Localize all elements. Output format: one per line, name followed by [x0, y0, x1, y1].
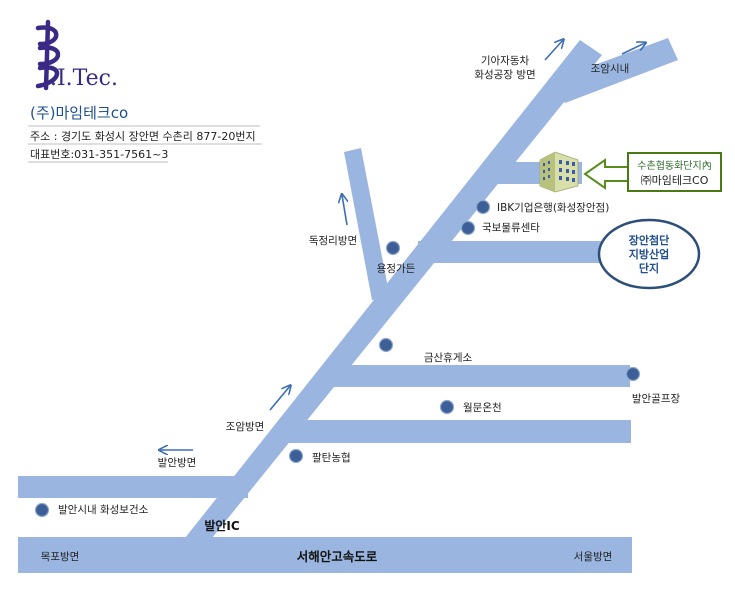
label-kia-line2: 화성공장 방면 [474, 69, 535, 81]
callout-arrow-icon [583, 158, 629, 190]
industrial-line1: 장안첨단 [629, 233, 669, 247]
label-joam-dir: 조암방면 [226, 421, 265, 433]
industrial-line3: 단지 [639, 261, 659, 275]
industrial-complex: 장안첨단 지방산업 단지 [597, 218, 701, 290]
label-baran-dir: 발안방면 [158, 457, 197, 469]
destination-callout: 수촌협동화단지內 ㈜마임테크CO [583, 152, 722, 192]
landmark-markers [34, 199, 641, 518]
label-baran-golf: 발안골프장 [632, 393, 681, 405]
road-dokjeong [344, 148, 390, 300]
company-name: (주)마임테크co [30, 104, 128, 122]
marker-baran-health [34, 502, 50, 518]
highway-name: 서해안고속도로 [297, 549, 378, 564]
callout-box [627, 152, 722, 192]
arrow-joam-city [621, 43, 645, 55]
logo-text: .I.Tec. [50, 66, 118, 91]
main-diagonal-road [185, 40, 602, 538]
marker-wolmun [439, 399, 455, 415]
highway-road [18, 537, 632, 573]
label-dokjeong: 독정리방면 [309, 235, 357, 247]
highway-ic: 발안IC [204, 518, 240, 533]
road-industrial [418, 241, 610, 263]
marker-yongjeong [385, 240, 401, 256]
label-seoul: 서울방면 [574, 551, 613, 563]
company-info: (주)마임테크co 주소 : 경기도 화성시 장안면 수촌리 877-20번지 … [28, 104, 262, 163]
arrow-kia [544, 40, 563, 61]
marker-gukbo [460, 220, 476, 236]
label-gukbo: 국보물류센타 [482, 222, 540, 234]
arrow-joam-dir [269, 386, 290, 411]
label-mokpo: 목포방면 [41, 551, 80, 563]
callout-line2: ㈜마임테크CO [641, 174, 709, 187]
label-kia-line1: 기아자동차 [481, 55, 530, 67]
road-wolmun [285, 420, 631, 443]
label-joam-city: 조암시내 [591, 63, 630, 75]
logo-swirl-icon [35, 19, 61, 91]
label-yongjeong: 용정가든 [377, 263, 416, 275]
company-phone: 대표번호:031-351-7561~3 [30, 148, 168, 161]
industrial-ellipse [597, 218, 701, 290]
label-wolmun: 월문온천 [463, 402, 502, 414]
label-geumsan: 금산휴게소 [424, 352, 473, 364]
marker-paltan [288, 448, 304, 464]
label-ibk: IBK기업은행(화성장안점) [497, 201, 609, 214]
marker-geumsan [378, 337, 394, 353]
direction-labels: 기아자동차 화성공장 방면 조암시내 독정리방면 조암방면 발안방면 목포방면 … [41, 55, 630, 563]
label-baran-health: 발안시내 화성보건소 [58, 504, 149, 516]
industrial-line2: 지방산업 [629, 247, 669, 261]
company-address: 주소 : 경기도 화성시 장안면 수촌리 877-20번지 [30, 130, 256, 143]
building-icon [539, 151, 579, 193]
landmark-labels: IBK기업은행(화성장안점) 국보물류센타 용정가든 금산휴게소 발안골프장 월… [58, 201, 680, 516]
marker-ibk [475, 199, 491, 215]
roads [18, 38, 678, 573]
road-geumsan [323, 365, 630, 387]
road-kia-branch [548, 38, 678, 103]
road-baran-west [18, 476, 248, 498]
label-paltan: 팔탄농협 [312, 451, 351, 464]
arrow-dokjeong [342, 195, 347, 226]
marker-baran-golf [625, 366, 641, 382]
callout-line1: 수촌협동화단지內 [637, 159, 711, 172]
direction-arrows [160, 40, 645, 450]
company-logo: .I.Tec. [35, 19, 118, 91]
